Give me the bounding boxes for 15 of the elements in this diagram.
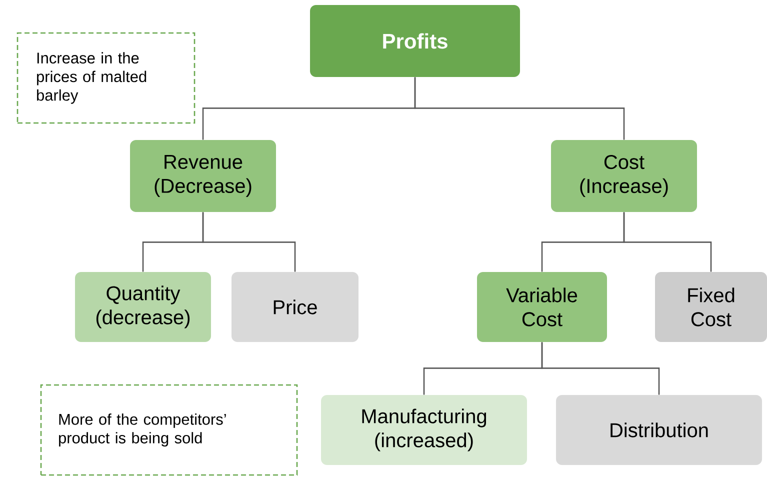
connector-line <box>202 212 296 272</box>
connector-line <box>541 342 660 395</box>
process-box: Revenue (Decrease) <box>130 140 276 212</box>
process-box: Price <box>232 272 358 342</box>
connector-line <box>623 212 712 272</box>
note-box: More of the competitors’ product is being sold <box>40 384 298 476</box>
process-box: Distribution <box>556 395 762 465</box>
process-box: Variable Cost <box>477 272 607 342</box>
process-box: Quantity (decrease) <box>75 272 211 342</box>
process-box: Fixed Cost <box>655 272 767 342</box>
note-box: Increase in the prices of malted barley <box>16 32 196 124</box>
process-box: Cost (Increase) <box>551 140 697 212</box>
process-box: Manufacturing (increased) <box>321 395 527 465</box>
connector-line <box>414 77 625 140</box>
process-box: Profits <box>310 5 520 77</box>
